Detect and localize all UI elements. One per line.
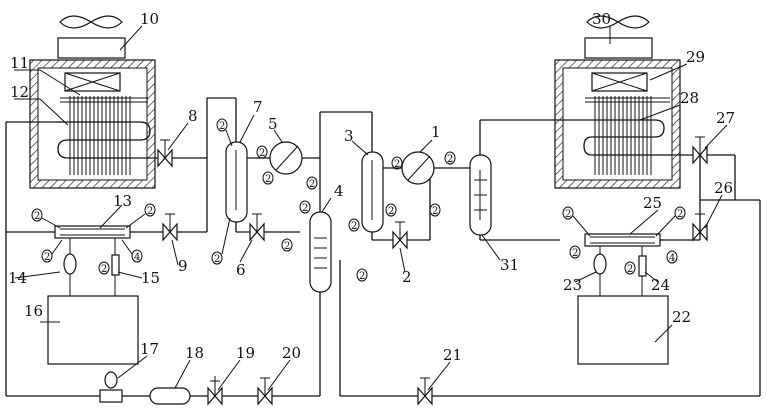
valve-21 (418, 378, 432, 404)
sensor-label: 4 (134, 252, 140, 263)
label-29: 29 (686, 48, 705, 66)
label-1: 1 (431, 123, 441, 141)
label-6: 6 (236, 261, 246, 279)
vessel-3 (362, 152, 383, 232)
label-14: 14 (8, 269, 27, 287)
sensor-label: 2 (34, 211, 40, 222)
label-13: 13 (113, 192, 132, 210)
label-20: 20 (282, 344, 301, 362)
label-11: 11 (10, 54, 29, 72)
sensor-label: 2 (565, 209, 571, 220)
sensor-label: 2 (309, 179, 315, 190)
sensor-label: 2 (219, 121, 225, 132)
sensor-label: 2 (351, 221, 357, 232)
label-27: 27 (716, 109, 735, 127)
left-water-circuit (48, 238, 138, 364)
label-24: 24 (651, 276, 670, 294)
sensor-label: 2 (447, 154, 453, 165)
plate-heat-exchanger-25 (585, 234, 660, 246)
valve-8 (158, 140, 172, 166)
label-9: 9 (178, 257, 188, 275)
valve-20 (258, 378, 272, 404)
right-water-circuit (578, 246, 668, 364)
label-18: 18 (185, 344, 204, 362)
label-5: 5 (268, 115, 278, 133)
filter-drier-18 (150, 388, 190, 404)
sensor-label: 2 (214, 254, 220, 265)
label-31: 31 (500, 256, 519, 274)
label-4: 4 (334, 182, 344, 200)
sensor-label: 4 (669, 253, 675, 264)
vessel-7 (226, 142, 247, 222)
sensor-label: 2 (101, 264, 107, 275)
label-7: 7 (253, 98, 263, 116)
vessel-31 (470, 155, 491, 235)
label-30: 30 (592, 10, 611, 28)
compressor-1 (402, 152, 434, 184)
sensor-label: 2 (388, 206, 394, 217)
valve-9 (163, 214, 177, 240)
sensor-label: 2 (572, 248, 578, 259)
label-23: 23 (563, 276, 582, 294)
sensor-label: 2 (359, 271, 365, 282)
vessel-4 (310, 212, 331, 292)
label-16: 16 (24, 302, 43, 320)
valve-2 (393, 222, 407, 248)
sensor-label: 2 (394, 159, 400, 170)
pump-17 (100, 372, 122, 402)
label-3: 3 (344, 127, 354, 145)
valve-6 (250, 214, 264, 240)
plate-heat-exchanger-13 (55, 226, 130, 238)
label-17: 17 (140, 340, 159, 358)
label-8: 8 (188, 107, 198, 125)
sensor-label: 2 (147, 206, 153, 217)
label-10: 10 (140, 10, 159, 28)
sensor-label: 2 (259, 148, 265, 159)
label-15: 15 (141, 269, 160, 287)
label-25: 25 (643, 194, 662, 212)
sensor-label: 2 (265, 174, 271, 185)
left-fan (58, 16, 125, 58)
label-2: 2 (402, 268, 412, 286)
label-22: 22 (672, 308, 691, 326)
label-28: 28 (680, 89, 699, 107)
valve-19 (208, 376, 222, 404)
sensor-label: 2 (677, 209, 683, 220)
label-26: 26 (714, 179, 733, 197)
compressor-5 (270, 142, 302, 174)
label-21: 21 (443, 346, 462, 364)
sensor-label: 2 (432, 206, 438, 217)
sensor-label: 2 (284, 241, 290, 252)
left-heat-exchanger-unit (6, 16, 155, 188)
sensor-label: 2 (627, 264, 633, 275)
sensor-label: 2 (44, 252, 50, 263)
sensor-label: 2 (302, 203, 308, 214)
label-12: 12 (10, 83, 29, 101)
label-19: 19 (236, 344, 255, 362)
right-finned-coil (480, 96, 735, 175)
